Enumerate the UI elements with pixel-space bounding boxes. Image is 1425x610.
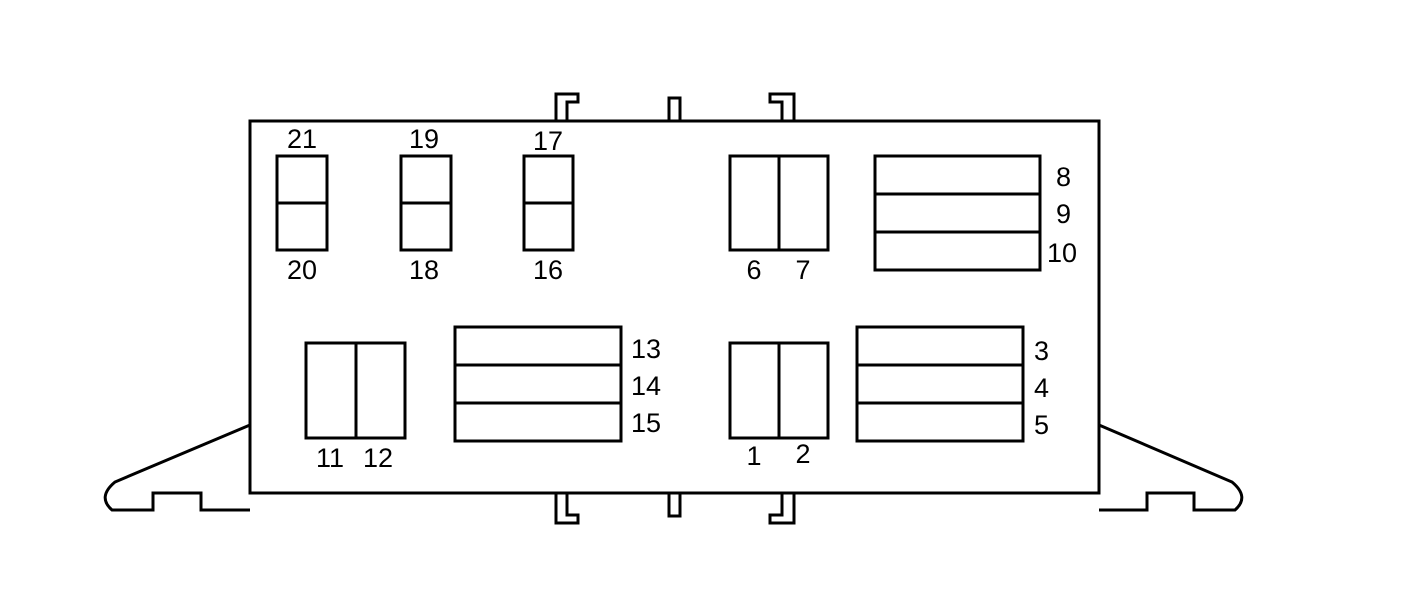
cavity-8: [873, 154, 1042, 196]
cavity-9: [873, 192, 1042, 234]
cavity-7: [777, 154, 830, 252]
cavity-labels: 21 20 19 18 17 16 6 7 8 9 10 13 14 15 3 …: [287, 124, 1077, 473]
top-clips: [554, 92, 796, 120]
label-15: 15: [631, 408, 661, 438]
cavity-group-17-16: [522, 154, 575, 252]
label-10: 10: [1047, 238, 1077, 268]
label-3: 3: [1034, 336, 1049, 366]
label-18: 18: [409, 255, 439, 285]
cavity-6: [728, 154, 781, 252]
cavity-2: [777, 341, 830, 440]
cavity-group-6-7: [728, 154, 830, 252]
label-2: 2: [795, 439, 810, 469]
label-17: 17: [533, 126, 563, 156]
cavity-21: [275, 154, 329, 205]
label-19: 19: [409, 124, 439, 154]
cavity-16: [522, 201, 575, 252]
left-mounting-flange: [103, 423, 251, 512]
label-20: 20: [287, 255, 317, 285]
cavity-1: [728, 341, 781, 440]
cavity-group-8-10: [873, 154, 1042, 272]
cavity-group-19-18: [399, 154, 453, 252]
label-21: 21: [287, 124, 317, 154]
cavity-10: [873, 230, 1042, 272]
label-8: 8: [1056, 162, 1071, 192]
cavity-15: [453, 401, 623, 443]
bottom-clip-left: [554, 493, 580, 525]
top-clip-right: [768, 92, 796, 120]
cavity-11: [304, 341, 358, 440]
cavity-19: [399, 154, 453, 205]
cavity-12: [354, 341, 407, 440]
label-5: 5: [1034, 410, 1049, 440]
cavity-group-21-20: [275, 154, 329, 252]
label-13: 13: [631, 334, 661, 364]
cavity-group-1-2: [728, 341, 830, 440]
label-4: 4: [1034, 373, 1049, 403]
cavity-20: [275, 201, 329, 252]
bottom-clip-right: [768, 493, 796, 525]
cavity-group-13-15: [453, 325, 623, 443]
label-14: 14: [631, 371, 661, 401]
cavity-3: [855, 325, 1025, 367]
cavity-5: [855, 401, 1025, 443]
top-clip-center: [667, 96, 682, 120]
cavity-18: [399, 201, 453, 252]
cavity-14: [453, 363, 623, 405]
label-9: 9: [1056, 199, 1071, 229]
top-clip-left: [554, 92, 580, 120]
bottom-clips: [554, 493, 796, 525]
label-7: 7: [795, 255, 810, 285]
cavity-17: [522, 154, 575, 205]
cavity-group-11-12: [304, 341, 407, 440]
cavity-4: [855, 363, 1025, 405]
cavity-13: [453, 325, 623, 367]
label-1: 1: [746, 441, 761, 471]
label-11: 11: [316, 443, 344, 473]
label-12: 12: [363, 443, 393, 473]
right-mounting-flange: [1098, 423, 1244, 512]
label-6: 6: [746, 255, 761, 285]
cavity-group-3-5: [855, 325, 1025, 443]
label-16: 16: [533, 255, 563, 285]
bottom-clip-center: [667, 493, 682, 518]
